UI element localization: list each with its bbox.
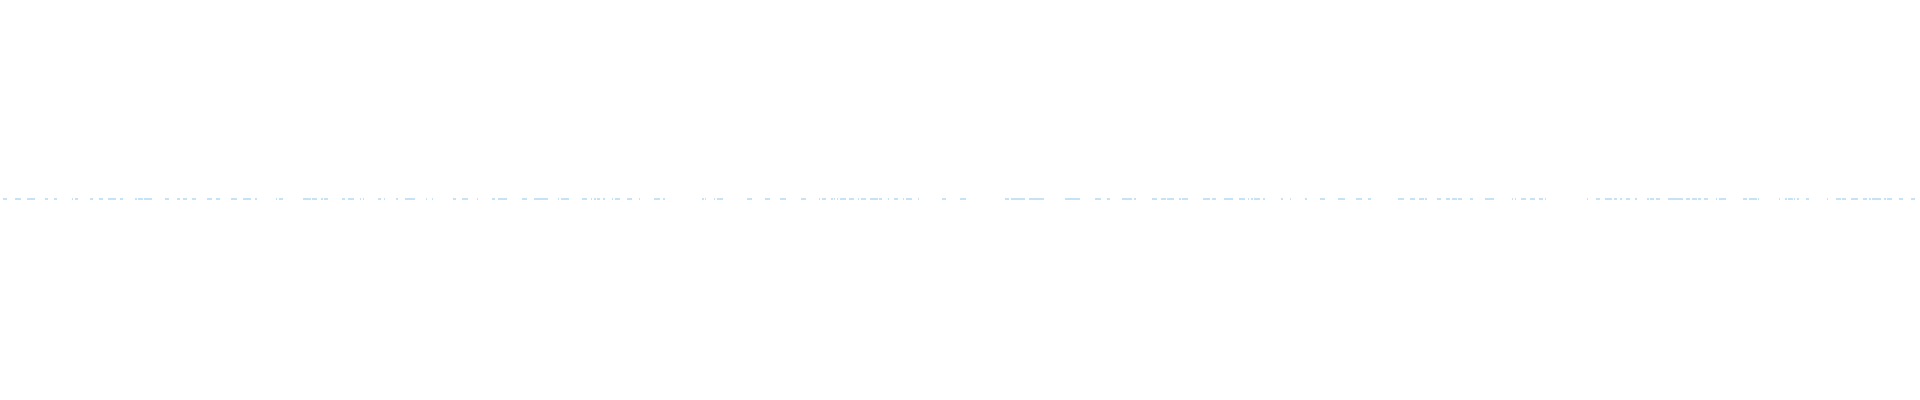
waveform-graphic xyxy=(0,0,1915,200)
